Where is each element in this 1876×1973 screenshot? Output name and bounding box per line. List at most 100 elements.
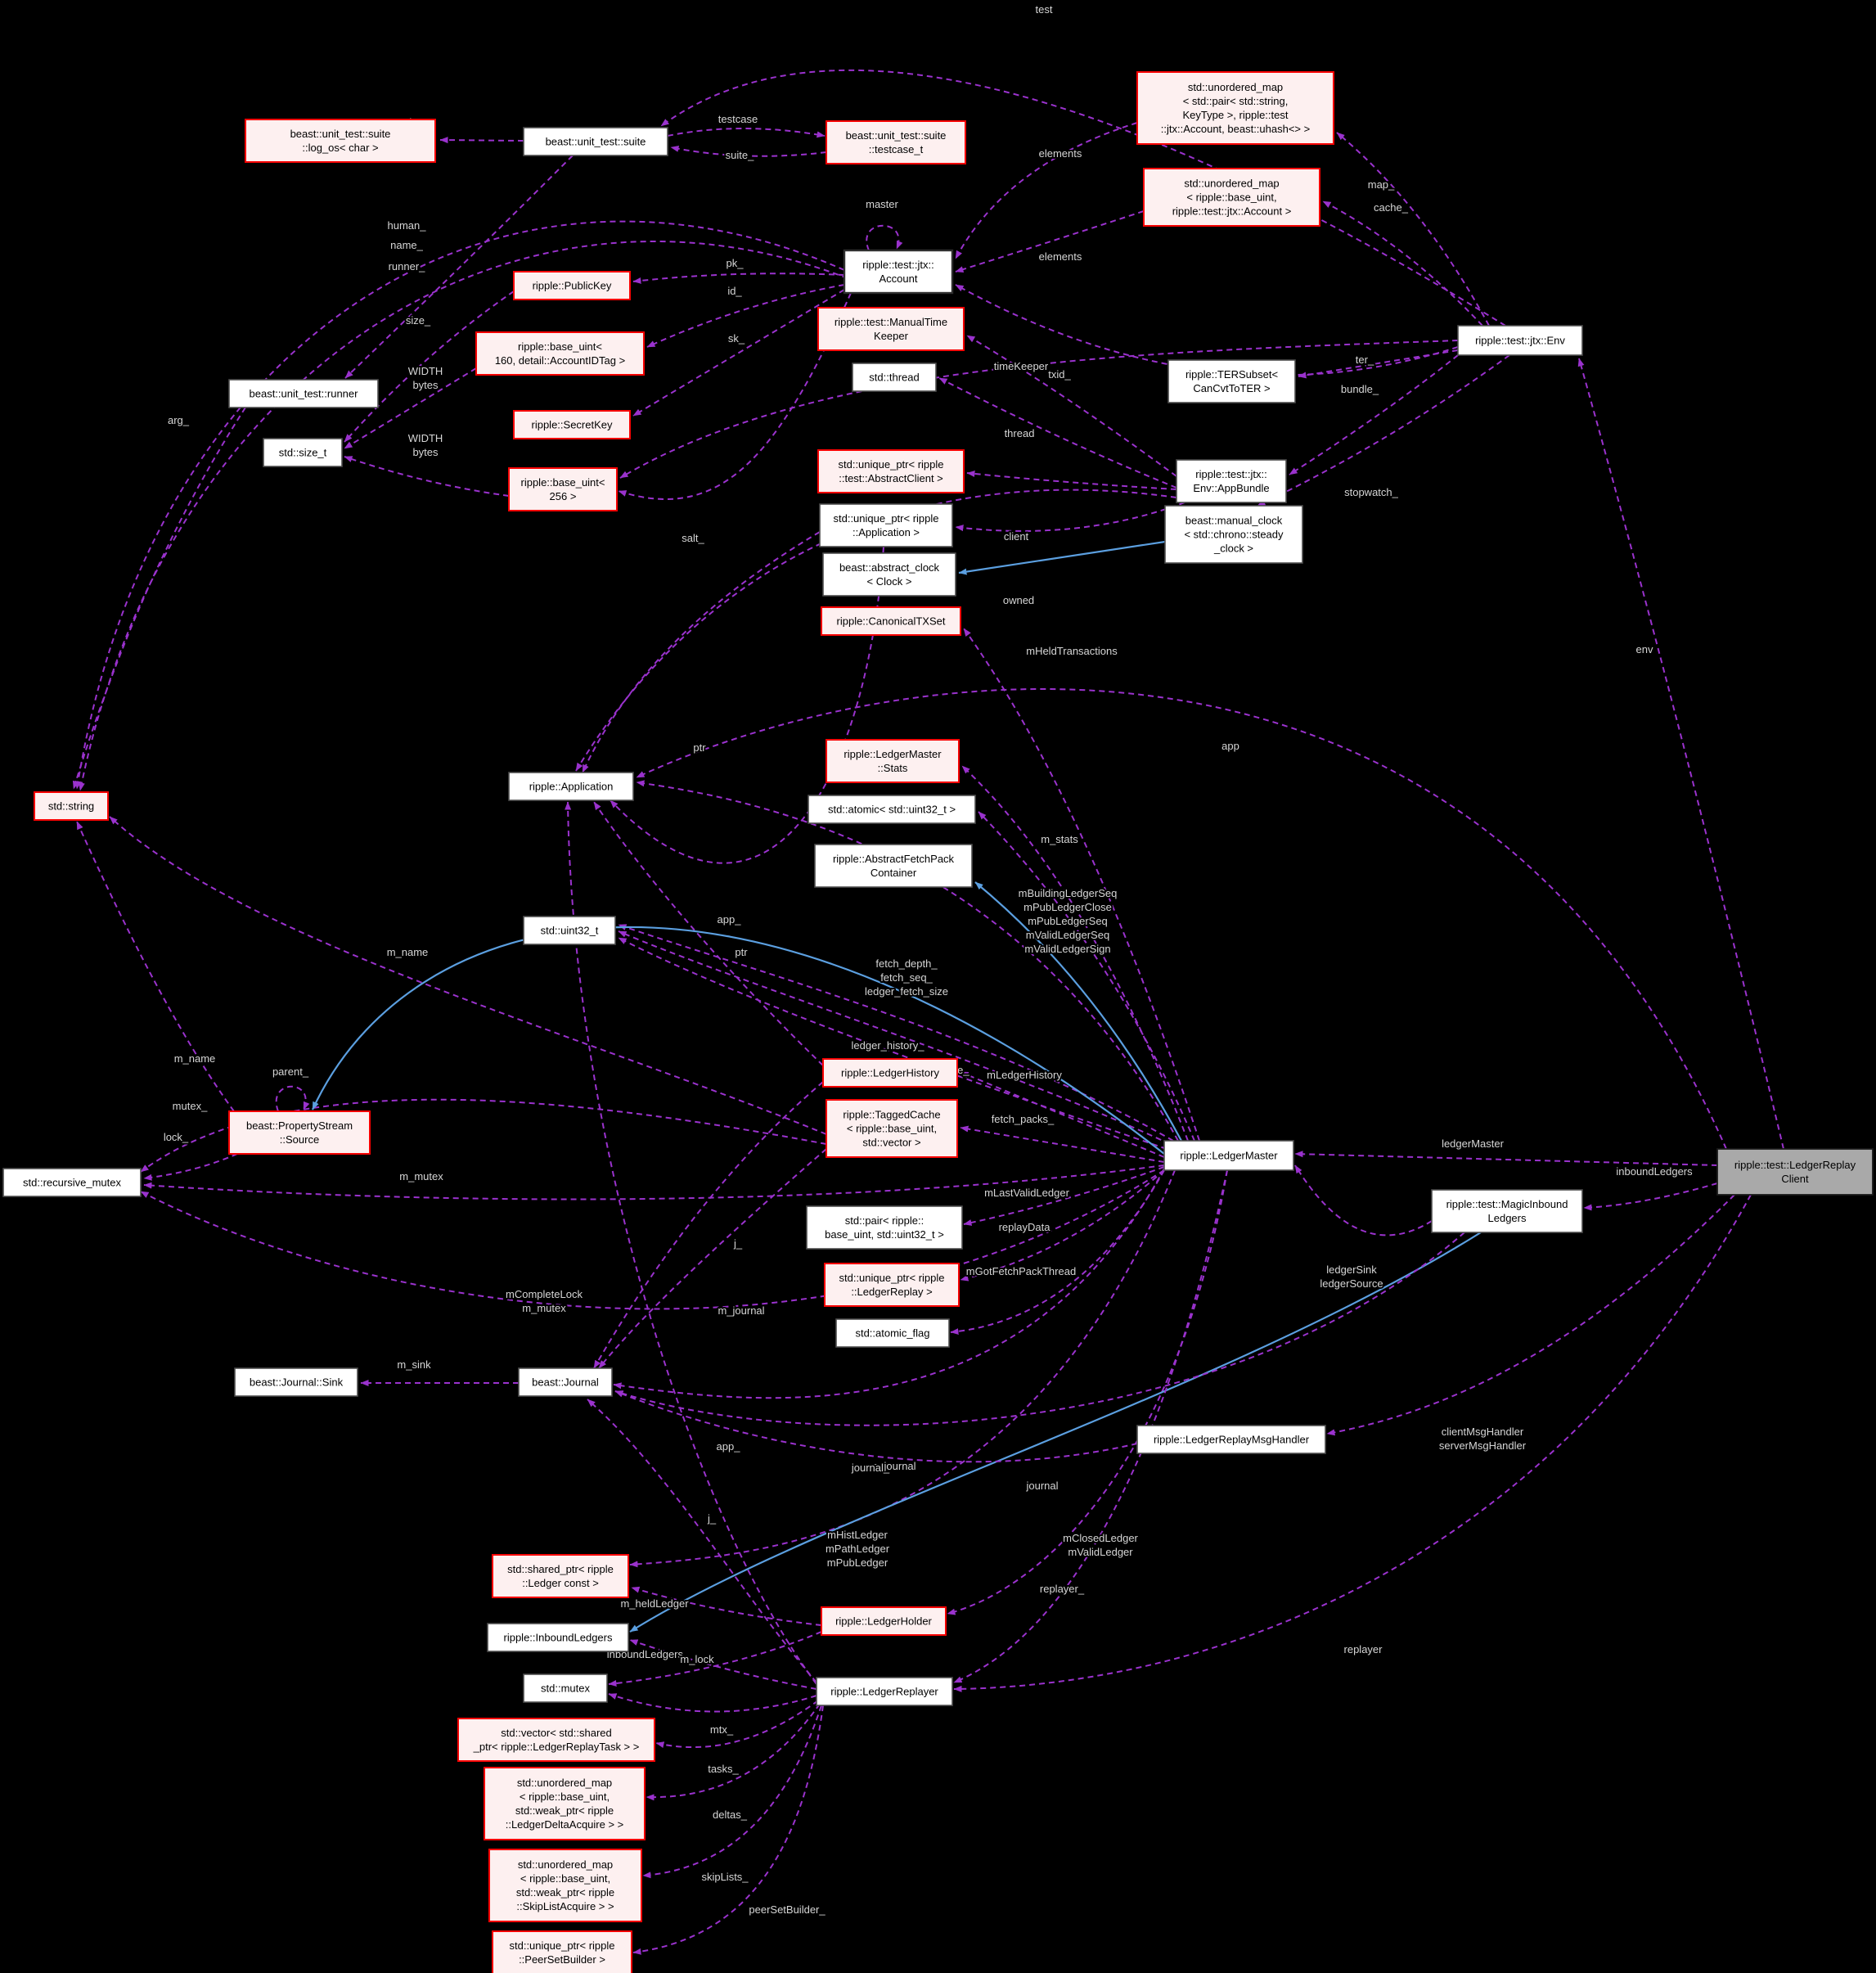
node-uptrclient[interactable]: std::unique_ptr< ripple::test::AbstractC… — [817, 449, 965, 493]
node-stdstring[interactable]: std::string — [34, 791, 109, 821]
node-box-uptrapp[interactable] — [819, 503, 953, 547]
node-thread[interactable]: std::thread — [852, 363, 937, 392]
node-publickey[interactable]: ripple::PublicKey — [513, 271, 631, 300]
node-box-suite[interactable] — [523, 127, 668, 156]
node-pssource[interactable]: beast::PropertyStream::Source — [228, 1110, 371, 1155]
node-box-stdmutex[interactable] — [523, 1673, 608, 1703]
node-atomicflag[interactable]: std::atomic_flag — [835, 1318, 950, 1348]
node-box-uptrclient[interactable] — [817, 449, 965, 493]
node-box-testcase[interactable] — [826, 120, 966, 164]
node-box-canonical[interactable] — [821, 606, 961, 636]
node-box-env[interactable] — [1457, 325, 1583, 356]
node-baseuint160[interactable]: ripple::base_uint<160, detail::AccountID… — [475, 331, 645, 376]
node-box-inbound[interactable] — [487, 1623, 629, 1652]
node-box-uint32[interactable] — [523, 916, 616, 945]
node-tersubset[interactable]: ripple::TERSubset<CanCvtToTER > — [1167, 359, 1296, 403]
node-box-umpair[interactable] — [1136, 71, 1334, 145]
node-umskip[interactable]: std::unordered_map< ripple::base_uint,st… — [488, 1849, 642, 1922]
node-baseuint256[interactable]: ripple::base_uint<256 > — [508, 467, 618, 511]
node-appbundle[interactable]: ripple::test::jtx::Env::AppBundle — [1176, 459, 1287, 503]
node-box-umbase[interactable] — [1143, 168, 1320, 227]
node-env[interactable]: ripple::test::jtx::Env — [1457, 325, 1583, 356]
node-box-replayer[interactable] — [816, 1677, 953, 1706]
node-box-uptrreplay[interactable] — [824, 1263, 960, 1307]
node-logos[interactable]: beast::unit_test::suite::log_os< char > — [245, 119, 436, 163]
node-box-pssource[interactable] — [228, 1110, 371, 1155]
node-box-appbundle[interactable] — [1176, 459, 1287, 503]
node-msghandler[interactable]: ripple::LedgerReplayMsgHandler — [1136, 1425, 1326, 1454]
node-box-afpc[interactable] — [814, 844, 973, 888]
node-box-umskip[interactable] — [488, 1849, 642, 1922]
node-sptrledger[interactable]: std::shared_ptr< ripple::Ledger const > — [492, 1554, 629, 1598]
node-box-sink[interactable] — [234, 1367, 358, 1397]
node-suite[interactable]: beast::unit_test::suite — [523, 127, 668, 156]
node-sink[interactable]: beast::Journal::Sink — [234, 1367, 358, 1397]
node-canonical[interactable]: ripple::CanonicalTXSet — [821, 606, 961, 636]
node-recmutex[interactable]: std::recursive_mutex — [2, 1168, 142, 1197]
node-replayer[interactable]: ripple::LedgerReplayer — [816, 1677, 953, 1706]
node-box-magic[interactable] — [1431, 1189, 1583, 1233]
node-box-client[interactable] — [1716, 1148, 1874, 1196]
node-taggedcache[interactable]: ripple::TaggedCache< ripple::base_uint,s… — [826, 1099, 958, 1158]
node-box-runner[interactable] — [228, 379, 379, 408]
node-absclock[interactable]: beast::abstract_clock< Clock > — [822, 552, 956, 597]
node-umdelta[interactable]: std::unordered_map< ripple::base_uint,st… — [484, 1767, 646, 1840]
node-box-thread[interactable] — [852, 363, 937, 392]
node-vectasks[interactable]: std::vector< std::shared_ptr< ripple::Le… — [457, 1718, 655, 1762]
node-stdmutex[interactable]: std::mutex — [523, 1673, 608, 1703]
node-inbound[interactable]: ripple::InboundLedgers — [487, 1623, 629, 1652]
node-box-taggedcache[interactable] — [826, 1099, 958, 1158]
node-ledgermaster[interactable]: ripple::LedgerMaster — [1163, 1140, 1294, 1171]
node-peerset[interactable]: std::unique_ptr< ripple::PeerSetBuilder … — [492, 1930, 632, 1973]
node-box-sptrledger[interactable] — [492, 1554, 629, 1598]
node-atomicu32[interactable]: std::atomic< std::uint32_t > — [808, 795, 976, 824]
node-box-absclock[interactable] — [822, 552, 956, 597]
node-box-ledgermaster[interactable] — [1163, 1140, 1294, 1171]
node-box-mtk[interactable] — [817, 307, 965, 351]
node-box-publickey[interactable] — [513, 271, 631, 300]
node-application[interactable]: ripple::Application — [508, 772, 634, 801]
node-journal[interactable]: beast::Journal — [518, 1367, 613, 1397]
node-box-lmstats[interactable] — [826, 739, 960, 783]
node-box-tersubset[interactable] — [1167, 359, 1296, 403]
node-box-umdelta[interactable] — [484, 1767, 646, 1840]
node-box-sizet[interactable] — [263, 438, 343, 467]
node-box-logos[interactable] — [245, 119, 436, 163]
node-sizet[interactable]: std::size_t — [263, 438, 343, 467]
node-box-application[interactable] — [508, 772, 634, 801]
node-box-atomicflag[interactable] — [835, 1318, 950, 1348]
node-box-secretkey[interactable] — [513, 410, 631, 439]
node-box-ledgerholder[interactable] — [821, 1606, 947, 1636]
node-box-peerset[interactable] — [492, 1930, 632, 1973]
node-manualclock[interactable]: beast::manual_clock< std::chrono::steady… — [1164, 505, 1303, 564]
node-lmstats[interactable]: ripple::LedgerMaster::Stats — [826, 739, 960, 783]
node-uptrreplay[interactable]: std::unique_ptr< ripple::LedgerReplay > — [824, 1263, 960, 1307]
node-pairbu[interactable]: std::pair< ripple::base_uint, std::uint3… — [806, 1205, 963, 1250]
node-runner[interactable]: beast::unit_test::runner — [228, 379, 379, 408]
node-box-journal[interactable] — [518, 1367, 613, 1397]
node-testcase[interactable]: beast::unit_test::suite::testcase_t — [826, 120, 966, 164]
node-box-pairbu[interactable] — [806, 1205, 963, 1250]
node-box-stdstring[interactable] — [34, 791, 109, 821]
node-box-manualclock[interactable] — [1164, 505, 1303, 564]
node-ledgerhist[interactable]: ripple::LedgerHistory — [822, 1058, 958, 1088]
node-box-baseuint256[interactable] — [508, 467, 618, 511]
node-box-baseuint160[interactable] — [475, 331, 645, 376]
node-box-ledgerhist[interactable] — [822, 1058, 958, 1088]
node-uint32[interactable]: std::uint32_t — [523, 916, 616, 945]
node-ledgerholder[interactable]: ripple::LedgerHolder — [821, 1606, 947, 1636]
node-secretkey[interactable]: ripple::SecretKey — [513, 410, 631, 439]
node-uptrapp[interactable]: std::unique_ptr< ripple::Application > — [819, 503, 953, 547]
node-umbase[interactable]: std::unordered_map< ripple::base_uint,ri… — [1143, 168, 1320, 227]
node-box-recmutex[interactable] — [2, 1168, 142, 1197]
node-box-vectasks[interactable] — [457, 1718, 655, 1762]
node-umpair[interactable]: std::unordered_map< std::pair< std::stri… — [1136, 71, 1334, 145]
node-account[interactable]: ripple::test::jtx::Account — [843, 249, 954, 295]
node-box-account[interactable] — [843, 249, 954, 295]
node-box-msghandler[interactable] — [1136, 1425, 1326, 1454]
node-box-atomicu32[interactable] — [808, 795, 976, 824]
